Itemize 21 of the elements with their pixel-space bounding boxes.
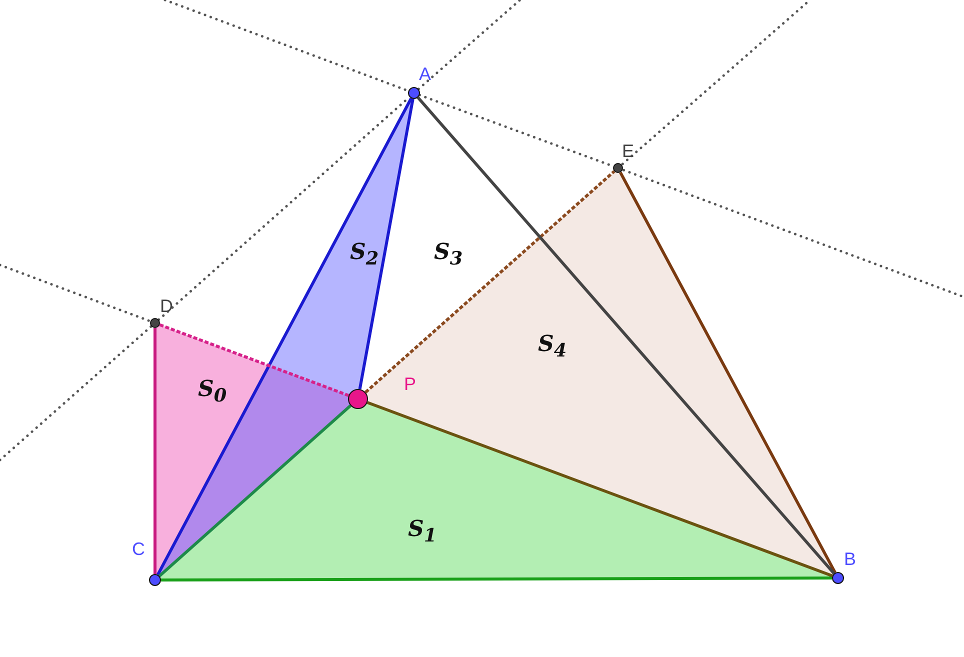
line-segment <box>158 404 352 578</box>
line-segment <box>364 170 616 394</box>
point-label: B <box>844 550 856 568</box>
line-segment <box>154 328 156 574</box>
line-segment <box>161 576 832 582</box>
area-label: S$_{1}$ <box>408 517 437 548</box>
area-label: S$_{0}$ <box>198 377 227 408</box>
line-segment <box>416 96 836 574</box>
point-label: E <box>622 142 634 160</box>
line-segment <box>156 98 412 576</box>
point-label: C <box>132 540 145 558</box>
line-segment <box>358 98 414 390</box>
point-label: A <box>419 65 432 83</box>
area-label: S$_{3}$ <box>434 240 463 272</box>
point-label: D <box>160 297 173 315</box>
area-label: S$_{2}$ <box>350 240 379 272</box>
area-label: S$_{4}$ <box>538 332 567 364</box>
line-segment <box>366 401 833 578</box>
line-segment <box>619 172 836 574</box>
point-label: P <box>404 375 416 393</box>
line-segment <box>159 323 350 397</box>
